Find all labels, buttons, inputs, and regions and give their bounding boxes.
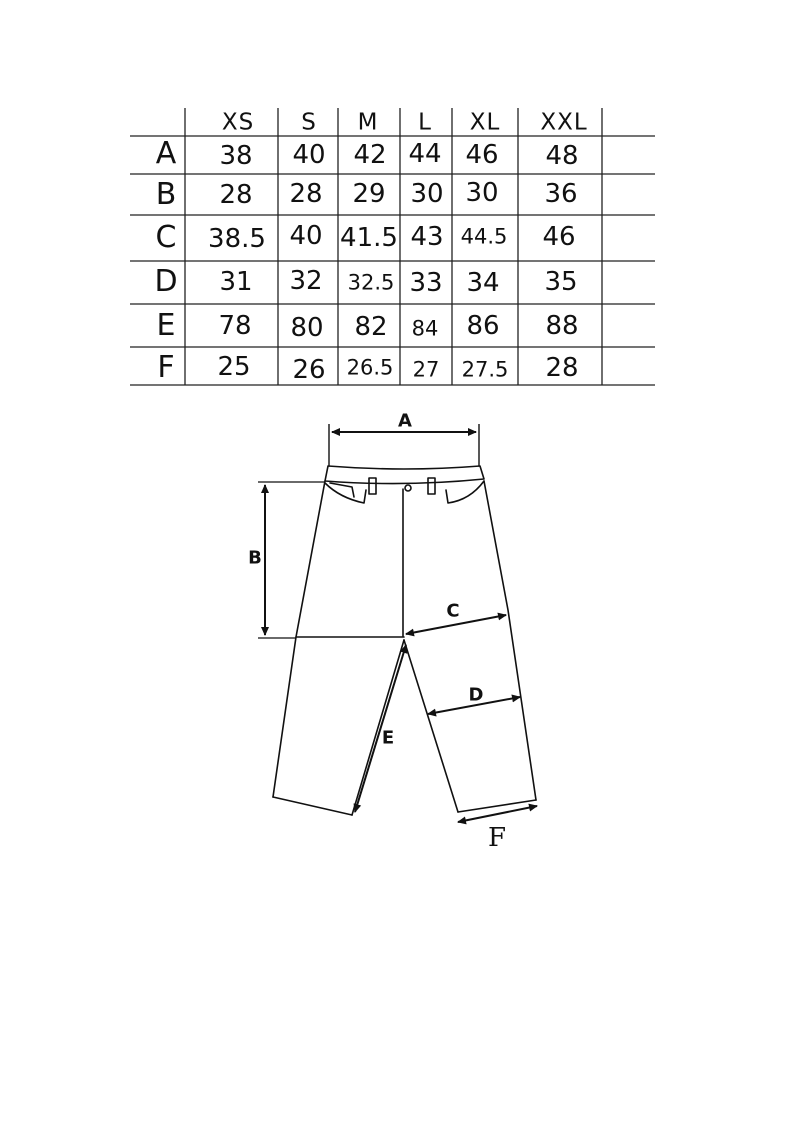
row-label: B [155,177,177,212]
right-hem [457,799,537,813]
column-header: L [418,109,432,136]
belt-loop [427,477,436,495]
table-cell: 42 [353,140,387,170]
table-cell: 80 [290,313,324,343]
measure-c-label: C [446,600,460,622]
table-cell: 31 [219,267,253,297]
measure-e-arrow [353,644,408,813]
table-cell: 40 [289,221,323,251]
row-label: A [155,136,177,171]
table-cell: 26 [292,355,326,385]
column-header: XS [221,109,255,136]
table-cell: 28 [545,353,579,383]
row-label: D [154,264,178,299]
table-cell: 46 [542,222,576,252]
table-grid-lines [130,108,655,386]
table-cell: 88 [545,311,579,341]
table-cell: 82 [354,312,388,342]
table-cell: 26.5 [346,355,394,380]
table-cell: 78 [218,311,252,341]
measure-f-arrow [457,803,538,825]
measure-e-label: E [381,727,395,749]
measure-d-label: D [468,684,484,706]
table-cell: 38.5 [208,224,266,254]
waist-button [404,484,412,492]
right-leg-inner [403,639,459,813]
pants-measurement-diagram: A B C D E F [0,395,794,865]
belt-loop [368,477,377,495]
table-cell: 86 [466,311,500,341]
row-label: C [155,220,177,255]
table-cell: 32 [289,266,323,296]
left-pocket-detail [329,482,355,498]
table-cell: 30 [465,178,499,208]
table-cell: 43 [410,222,444,252]
measure-d-arrow [427,694,521,717]
table-cell: 33 [409,268,443,298]
table-cell: 29 [352,179,386,209]
measure-f-label: F [487,823,507,853]
row-label: E [156,308,176,343]
table-cell: 38 [219,141,253,171]
table-cell: 28 [219,180,253,210]
column-header: XL [469,109,501,136]
waistband [324,465,485,485]
table-cell: 36 [544,179,578,209]
table-cell: 48 [545,141,579,171]
right-pocket [445,480,485,504]
table-cell: 35 [544,267,578,297]
table-cell: 46 [465,140,499,170]
table-cell: 44.5 [460,224,508,249]
left-leg-inner [351,639,405,816]
table-cell: 41.5 [340,223,398,253]
table-cell: 28 [289,179,323,209]
column-header: S [301,109,317,136]
measure-a-label: A [398,410,412,432]
table-cell: 84 [411,316,439,341]
left-leg-outer [272,480,326,798]
table-cell: 40 [292,140,326,170]
table-cell: 30 [410,179,444,209]
column-header: XXL [540,109,588,136]
table-cell: 25 [217,352,251,382]
table-cell: 27 [412,357,440,382]
table-cell: 32.5 [347,270,395,295]
column-header: M [357,109,379,136]
pants-drawing [258,424,538,825]
left-pocket [324,482,367,504]
table-cell: 34 [466,268,500,298]
size-chart-table: XS S M L XL XXL A 38 40 42 44 46 48 B 28… [130,104,660,389]
left-hem [272,796,353,816]
right-leg-outer [483,480,537,801]
measure-b-label: B [248,547,262,569]
row-label: F [157,350,175,385]
table-cell: 44 [408,139,442,169]
measure-c-arrow [405,612,507,637]
table-cell: 27.5 [461,357,509,382]
